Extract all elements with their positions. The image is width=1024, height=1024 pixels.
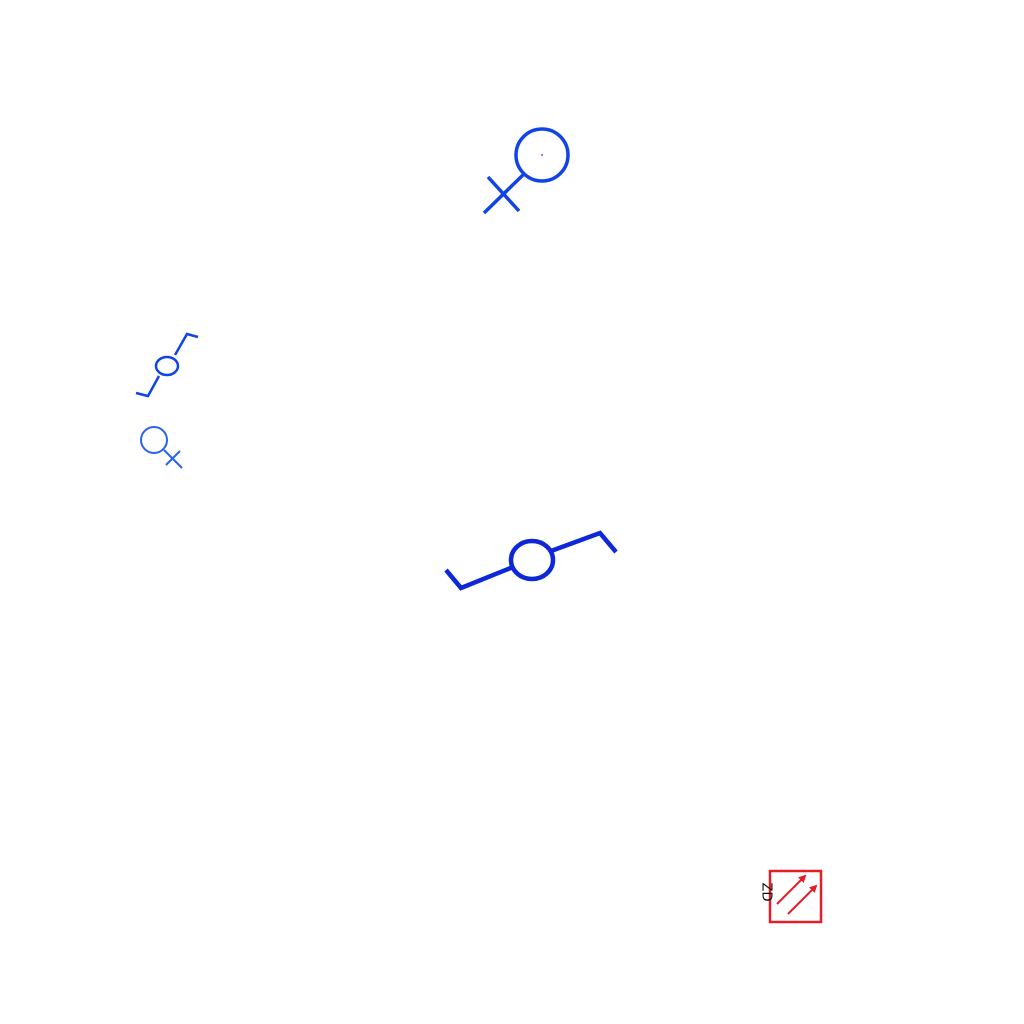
bent-line-with-circle-large xyxy=(444,530,618,591)
symbol-circle xyxy=(140,426,168,454)
bent-line-with-circle-small xyxy=(135,332,199,398)
device-label: ZD xyxy=(759,883,774,902)
female-symbol-small xyxy=(140,426,183,469)
symbol-bent-line-upper xyxy=(173,332,199,356)
symbol-circle xyxy=(508,538,556,582)
symbol-circle xyxy=(514,127,570,183)
symbol-cross-bar xyxy=(165,450,181,466)
symbol-center-dot xyxy=(541,154,543,156)
device-box xyxy=(768,869,823,924)
symbol-circle xyxy=(154,355,180,377)
arrow-lower xyxy=(787,884,818,915)
symbol-bent-line-lower xyxy=(135,375,161,398)
symbol-bent-line-left xyxy=(444,564,514,591)
symbol-cross-bar xyxy=(486,175,521,213)
zd-device: ZD xyxy=(759,869,823,924)
female-symbol-large xyxy=(482,127,570,215)
arrow-upper xyxy=(776,874,807,905)
symbol-bent-line-right xyxy=(550,530,618,554)
